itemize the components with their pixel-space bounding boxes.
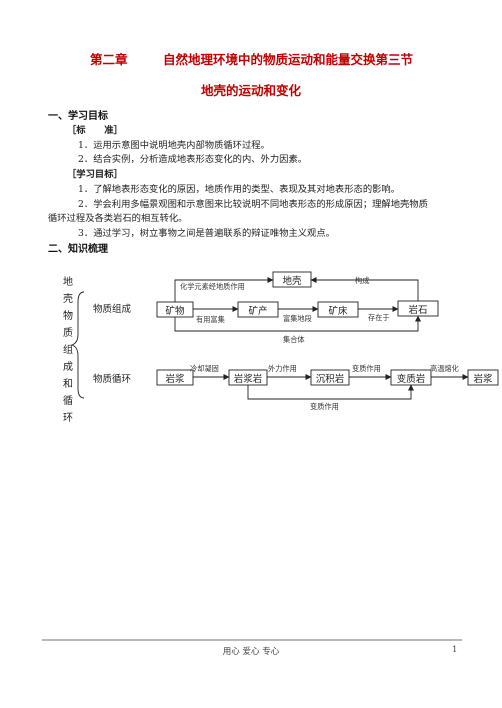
box-mineral-label: 矿物 <box>165 305 185 317</box>
curly-brace <box>70 291 85 399</box>
label-high-temp-melt: 高温熔化 <box>430 364 459 373</box>
box-deposit-label: 矿床 <box>328 305 348 317</box>
standard-item: 1．运用示意图中说明地壳内部物质循环过程。 <box>78 140 270 151</box>
arrow-rock-to-crust <box>310 277 419 301</box>
label-external-force: 外力作用 <box>268 364 297 373</box>
arrow-aggregate <box>174 315 421 332</box>
box-magma-start-label: 岩浆 <box>165 373 185 385</box>
vertical-char: 质 <box>63 327 73 339</box>
label-cool-solidify: 冷却凝固 <box>190 364 219 373</box>
cycle-label: 物质循环 <box>93 373 131 385</box>
arrow-igneous-to-metamorphic <box>247 384 414 400</box>
box-magma-start <box>156 369 194 386</box>
footer-motto: 用心 爱心 专心 <box>222 647 280 657</box>
box-magma-end-label: 岩浆 <box>473 373 493 385</box>
chapter-number: 第二章 <box>90 52 128 67</box>
vertical-char: 和 <box>63 378 73 390</box>
goal-item: 3．通过学习，树立事物之间是普遍联系的辩证唯物主义观点。 <box>78 228 335 239</box>
page-number: 1 <box>452 645 458 655</box>
label-exist-in: 存在于 <box>368 313 390 322</box>
goal-item: 1．了解地表形态变化的原因，地质作用的类型、表现及其对地表形态的影响。 <box>78 184 401 195</box>
diagram-vertical-label: 地 壳 物 质 组 成 和 循 环 <box>63 275 73 424</box>
goal-item-continued: 循环过程及各类岩石的相互转化。 <box>48 213 188 224</box>
arrow-mineral-to-crust <box>174 277 274 302</box>
box-ore-label: 矿产 <box>248 305 267 317</box>
standard-label: ［标 准］ <box>67 125 123 136</box>
vertical-char: 物 <box>63 309 73 322</box>
standard-item: 2．结合实例，分析造成地表形态变化的内、外力因素。 <box>78 154 308 165</box>
section-title: 地壳的运动和变化 <box>200 83 301 98</box>
goal-label: ［学习目标］ <box>67 169 123 180</box>
box-rock-label: 岩石 <box>408 304 427 316</box>
vertical-char: 成 <box>63 361 73 373</box>
vertical-char: 壳 <box>63 292 73 305</box>
vertical-char: 组 <box>63 343 73 356</box>
label-metamorphism-top: 变质作用 <box>352 364 381 373</box>
label-constitutes: 构成 <box>355 276 369 285</box>
label-enrich-section: 富集地段 <box>283 314 312 323</box>
box-metamorphic-label: 变质岩 <box>397 373 426 385</box>
goal-item: 2．学会利用多幅景观图和示意图来比较说明不同地表形态的形成原因；理解地壳物质 <box>78 199 428 210</box>
vertical-char: 循 <box>63 394 73 407</box>
vertical-char: 地 <box>63 275 73 288</box>
label-metamorphism-bottom: 变质作用 <box>310 402 339 411</box>
section2-heading: 二、知识梳理 <box>48 244 108 255</box>
box-sedimentary-label: 沉积岩 <box>316 373 345 385</box>
section1-heading: 一、学习目标 <box>48 111 108 122</box>
label-useful-enrich: 有用富集 <box>196 315 225 324</box>
label-element-geology: 化学元素经地质作用 <box>180 282 245 291</box>
chapter-title: 自然地理环境中的物质运动和能量交换第三节 <box>163 52 414 67</box>
box-crust-label: 地壳 <box>282 275 302 287</box>
box-igneous-label: 岩浆岩 <box>234 373 263 385</box>
label-aggregate: 集合体 <box>283 335 305 344</box>
vertical-char: 环 <box>63 413 73 424</box>
composition-label: 物质组成 <box>93 303 132 315</box>
